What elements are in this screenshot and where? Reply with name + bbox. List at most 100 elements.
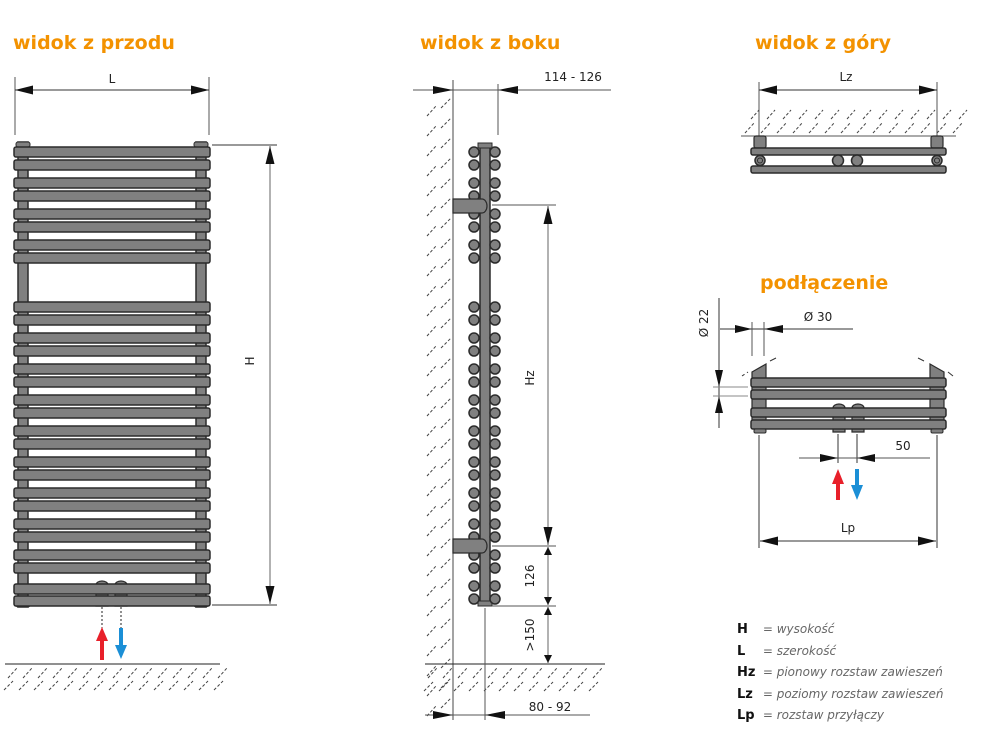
- hatch-stroke: [426, 565, 437, 577]
- hatch-stroke: [438, 681, 449, 692]
- hatch-stroke: [573, 681, 584, 692]
- hatch-stroke: [426, 665, 437, 677]
- hatch-stroke: [426, 645, 437, 657]
- radiator-bar: [13, 159, 211, 171]
- bar-section: [489, 177, 501, 189]
- legend-symbol: Hz: [737, 665, 756, 680]
- hatch-stroke: [108, 680, 119, 691]
- bar-section: [468, 314, 480, 326]
- bar-section: [468, 332, 480, 344]
- hatch-stroke: [840, 121, 852, 134]
- dimension-arrowhead: [715, 370, 723, 387]
- bar-section: [489, 345, 501, 357]
- wall-hatching: [744, 109, 968, 134]
- hatch-stroke: [798, 109, 808, 120]
- bar-section: [468, 345, 480, 357]
- connection-section: [850, 154, 864, 167]
- hatch-stroke: [426, 425, 437, 437]
- floor-clearance-label: >150: [523, 619, 537, 652]
- break-line: [947, 371, 954, 377]
- hatch-stroke: [426, 445, 437, 457]
- hatch-stroke: [862, 109, 872, 120]
- bar-section: [489, 456, 501, 468]
- hatch-stroke: [168, 680, 179, 691]
- bar-section: [489, 593, 501, 605]
- bar-section: [489, 190, 501, 202]
- hatch-stroke: [782, 109, 792, 120]
- hatch-stroke: [958, 109, 968, 120]
- bar-section: [468, 239, 480, 251]
- floor-hatching: [3, 667, 228, 691]
- hatch-stroke: [426, 225, 437, 237]
- hatch-stroke: [952, 121, 964, 134]
- radiator-bar: [750, 389, 947, 400]
- hatch-stroke: [440, 197, 452, 209]
- radiator-bar: [13, 314, 211, 326]
- radiator-bar: [13, 531, 211, 543]
- bar-section: [468, 438, 480, 450]
- collector-cap: [477, 600, 493, 607]
- hatch-stroke: [750, 109, 760, 120]
- bar-section: [489, 518, 501, 530]
- legend-description: = szerokość: [762, 643, 837, 658]
- hatch-stroke: [426, 585, 437, 597]
- bar-section: [489, 500, 501, 512]
- bar-cross-sections: [468, 146, 501, 605]
- dimension-arrowhead: [433, 86, 453, 94]
- bar-section: [468, 221, 480, 233]
- hatch-stroke: [808, 121, 820, 134]
- hatch-stroke: [440, 597, 452, 609]
- dimension-arrowhead: [764, 325, 783, 333]
- legend: H = wysokość L = szerokość Hz = pionowy …: [737, 619, 943, 727]
- hatch-stroke: [440, 497, 452, 509]
- collector-cap: [753, 428, 767, 434]
- bar-section: [489, 252, 501, 264]
- radiator-bar: [13, 345, 211, 357]
- hatch-stroke: [440, 457, 452, 469]
- hatch-stroke: [426, 405, 437, 417]
- top-view-title: widok z góry: [755, 32, 892, 54]
- legend-item: L = szerokość: [737, 641, 943, 663]
- bar-section: [489, 376, 501, 388]
- radiator-bar: [750, 147, 947, 156]
- hatch-stroke: [426, 385, 437, 397]
- legend-description: = pionowy rozstaw zawieszeń: [762, 665, 943, 679]
- legend-symbol: L: [737, 643, 746, 659]
- hatch-stroke: [97, 667, 108, 679]
- bar-section: [468, 301, 480, 313]
- hatch-stroke: [426, 345, 437, 357]
- hatch-stroke: [440, 237, 452, 249]
- break-line: [917, 357, 925, 362]
- supply-arrow-icon: [832, 469, 844, 500]
- radiator-bar: [13, 394, 211, 406]
- front-view: L H: [3, 72, 277, 691]
- bar-section: [468, 593, 480, 605]
- side-view: 114 - 126 Hz 126 >150 80 - 92: [413, 70, 611, 720]
- hatch-stroke: [468, 681, 479, 692]
- hatch-stroke: [440, 217, 452, 229]
- bar-section: [489, 425, 501, 437]
- hatch-stroke: [592, 667, 603, 679]
- bar-section: [468, 562, 480, 574]
- wall-bracket: [930, 135, 944, 149]
- wall-bracket-top: [452, 198, 488, 214]
- collector-section-inner: [757, 157, 763, 164]
- hatch-stroke: [562, 667, 573, 679]
- hatch-stroke: [123, 680, 134, 691]
- dimension-arrowhead: [498, 86, 518, 94]
- hatch-stroke: [440, 137, 452, 149]
- hatch-stroke: [440, 577, 452, 589]
- hatch-stroke: [487, 667, 498, 679]
- hatch-stroke: [426, 465, 437, 477]
- hatch-stroke: [440, 357, 452, 369]
- bar-section: [468, 469, 480, 481]
- hatch-stroke: [426, 125, 437, 137]
- bar-section: [489, 438, 501, 450]
- legend-description: = wysokość: [762, 622, 835, 636]
- dimension-arrowhead: [433, 711, 453, 719]
- bar-section: [489, 562, 501, 574]
- bar-section: [489, 487, 501, 499]
- return-arrow-icon: [115, 628, 127, 659]
- hatch-stroke: [517, 667, 528, 679]
- hatch-stroke: [426, 245, 437, 257]
